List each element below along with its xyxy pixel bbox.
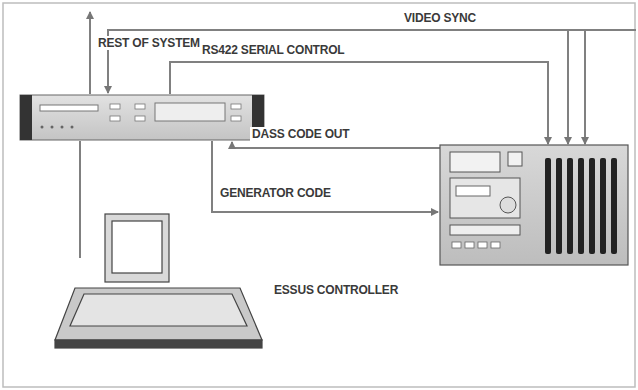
vent-slot	[567, 158, 573, 254]
vent-slot	[611, 158, 617, 254]
signal-label: DASS CODE OUT	[250, 127, 351, 141]
laptop-controller	[55, 214, 262, 348]
tape-recorder	[440, 145, 628, 265]
device-label: ESSUS CONTROLLER	[272, 283, 400, 297]
signal-label: RS422 SERIAL CONTROL	[200, 43, 346, 57]
vent-slot	[578, 158, 584, 254]
rack-unit	[20, 95, 264, 140]
vent-slot	[589, 158, 595, 254]
vent-slot	[556, 158, 562, 254]
vent-slot	[600, 158, 606, 254]
vent-slot	[545, 158, 551, 254]
signal-label: VIDEO SYNC	[402, 11, 478, 25]
signal-label: GENERATOR CODE	[218, 186, 333, 200]
signal-label: REST OF SYSTEM	[96, 36, 202, 50]
